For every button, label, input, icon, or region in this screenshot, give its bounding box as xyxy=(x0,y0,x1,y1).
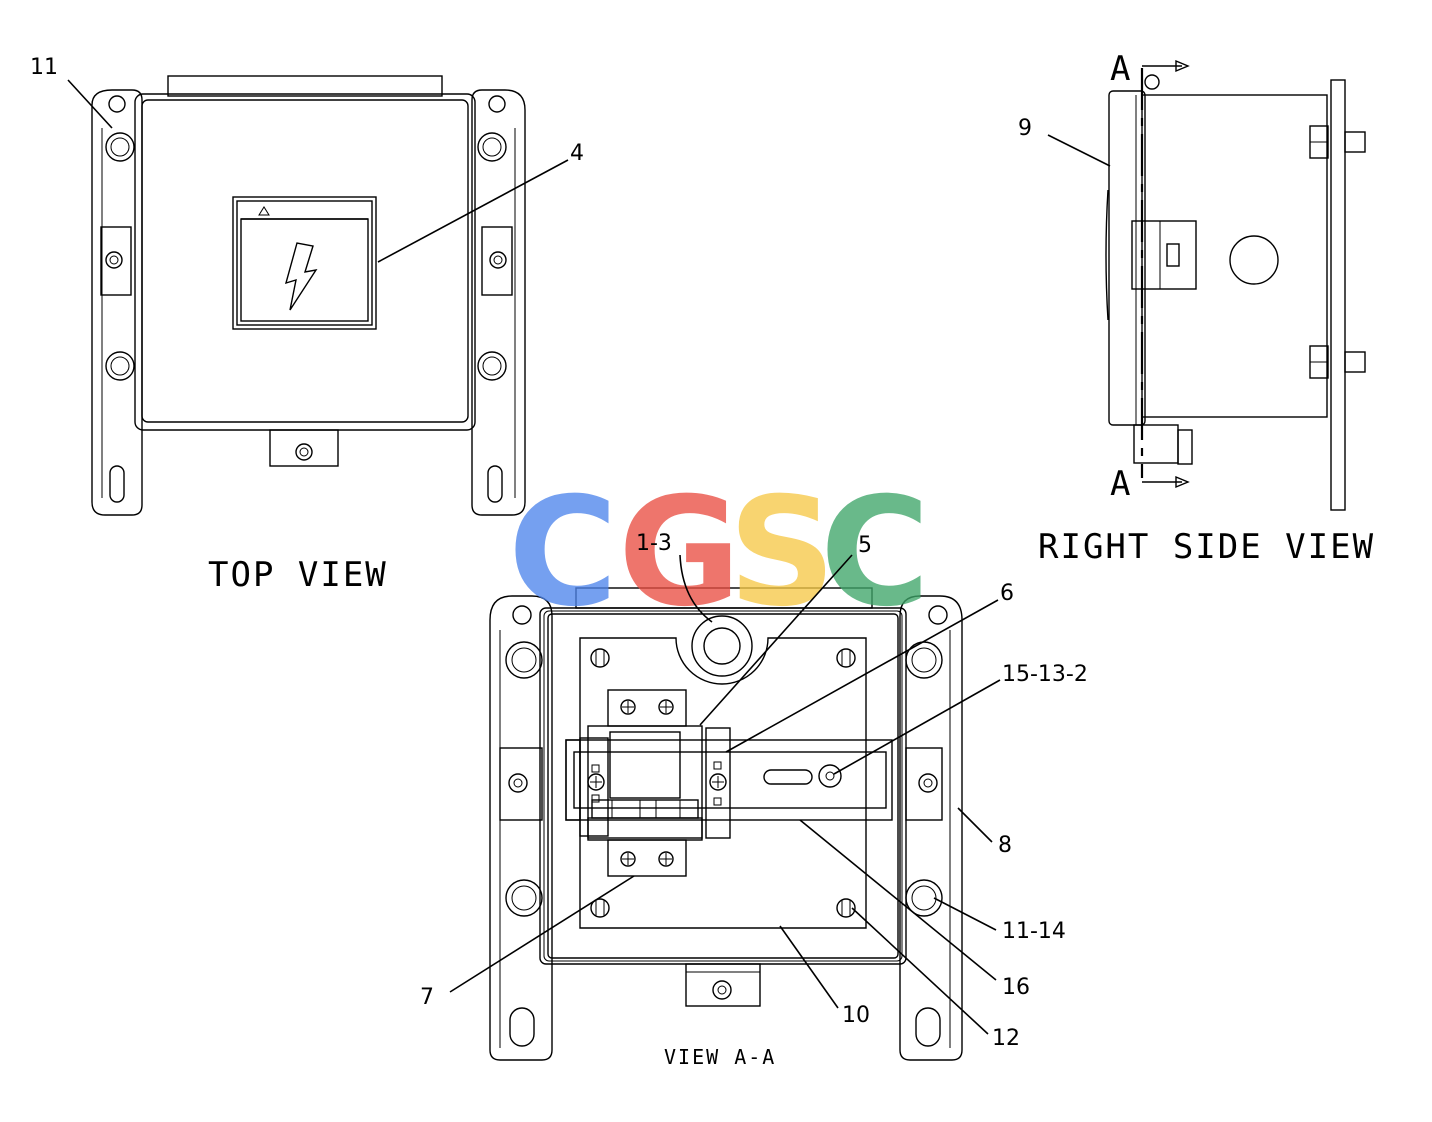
callout-11-14: 11-14 xyxy=(1002,919,1066,944)
watermark-letter-c1: C xyxy=(508,466,618,640)
top-view-title: TOP VIEW xyxy=(208,555,388,595)
callout-12: 12 xyxy=(992,1026,1020,1051)
lightning-bolt-icon xyxy=(284,242,318,311)
section-view-title: VIEW A-A xyxy=(664,1045,776,1069)
right-side-view: A A RIGHT SIDE VIEW xyxy=(1038,49,1375,567)
callout-10: 10 xyxy=(842,1003,870,1028)
watermark-letter-c2: C xyxy=(820,466,930,640)
watermark-letter-g: G xyxy=(618,466,741,640)
callout-7: 7 xyxy=(420,985,434,1010)
callout-5: 5 xyxy=(858,533,872,558)
view-a-a: VIEW A-A xyxy=(489,587,963,1069)
section-mark-top: A xyxy=(1110,49,1130,89)
callout-leaders xyxy=(67,79,1111,1035)
section-mark-bottom: A xyxy=(1110,464,1130,504)
callout-numbers: 11 4 9 1-3 5 6 15-13-2 8 11-14 16 12 10 … xyxy=(30,55,1088,1051)
cgsc-watermark: C G S C xyxy=(508,466,930,640)
watermark-letter-s: S xyxy=(728,466,836,640)
callout-8: 8 xyxy=(998,833,1012,858)
callout-4: 4 xyxy=(570,141,584,166)
callout-15-13-2: 15-13-2 xyxy=(1002,662,1088,687)
callout-11: 11 xyxy=(30,55,58,80)
callout-16: 16 xyxy=(1002,975,1030,1000)
callout-9: 9 xyxy=(1018,116,1032,141)
callout-6: 6 xyxy=(1000,581,1014,606)
top-view: TOP VIEW xyxy=(91,75,526,595)
warning-triangle-icon xyxy=(258,206,270,216)
right-view-title: RIGHT SIDE VIEW xyxy=(1038,527,1375,567)
callout-1-3: 1-3 xyxy=(636,531,672,556)
